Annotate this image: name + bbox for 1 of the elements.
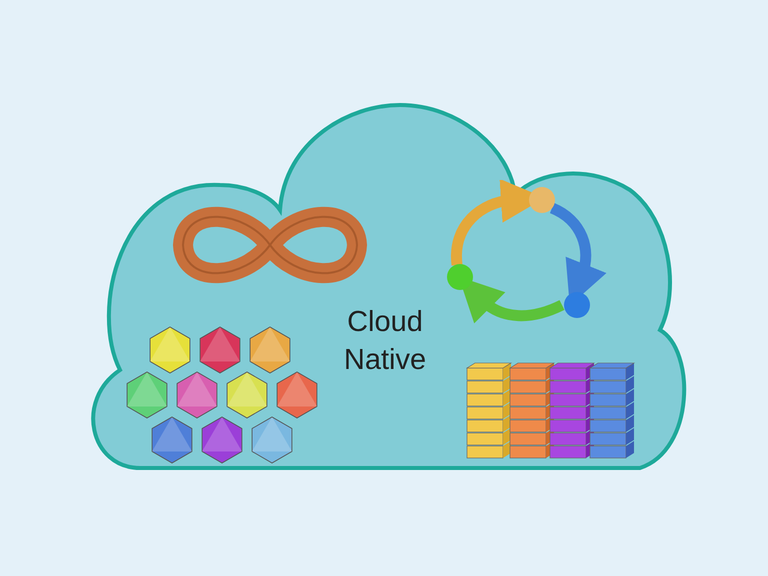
cloud-title: Cloud Native (342, 305, 428, 378)
